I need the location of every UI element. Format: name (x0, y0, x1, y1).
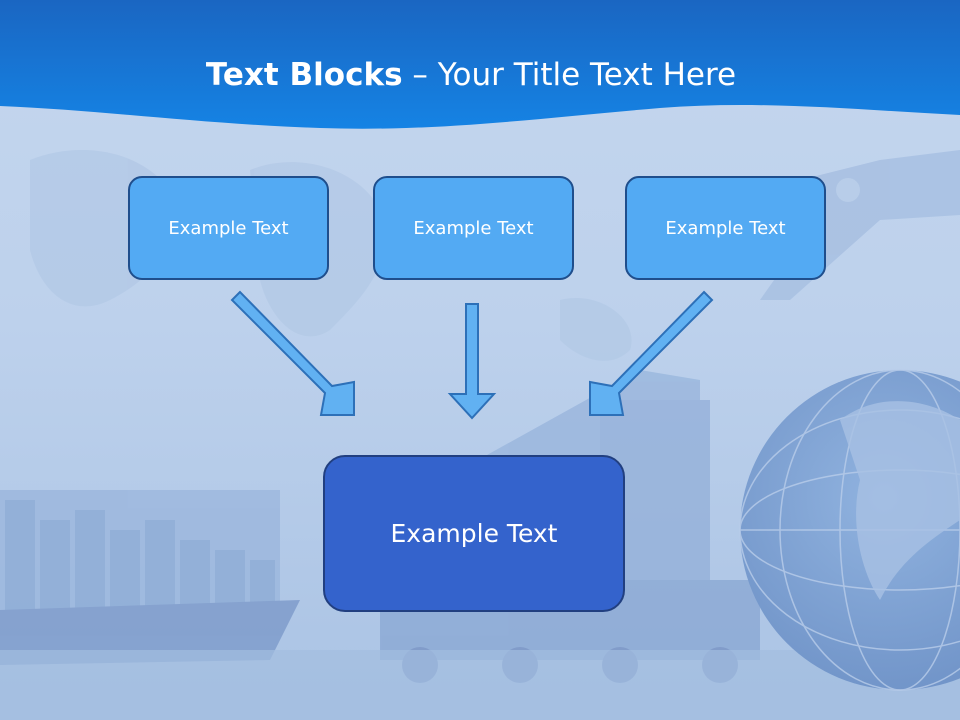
arrow-down-right (230, 290, 355, 416)
text-block-left[interactable]: Example Text (128, 176, 329, 280)
slide-title: Text Blocks – Your Title Text Here (0, 54, 942, 96)
globe-illustration (739, 369, 960, 691)
text-block-right-label: Example Text (665, 217, 786, 239)
cargo-ship-illustration (0, 490, 300, 665)
title-rest-part: – Your Title Text Here (402, 57, 737, 93)
text-block-left-label: Example Text (168, 217, 289, 239)
arrow-down (447, 303, 497, 420)
text-block-middle-label: Example Text (413, 217, 534, 239)
center-text-block[interactable]: Example Text (323, 455, 625, 612)
arrow-down-left (589, 290, 714, 416)
text-block-right[interactable]: Example Text (625, 176, 826, 280)
text-block-middle[interactable]: Example Text (373, 176, 574, 280)
center-text-block-label: Example Text (390, 519, 558, 548)
title-bold-part: Text Blocks (205, 57, 403, 93)
header-band (0, 0, 960, 129)
